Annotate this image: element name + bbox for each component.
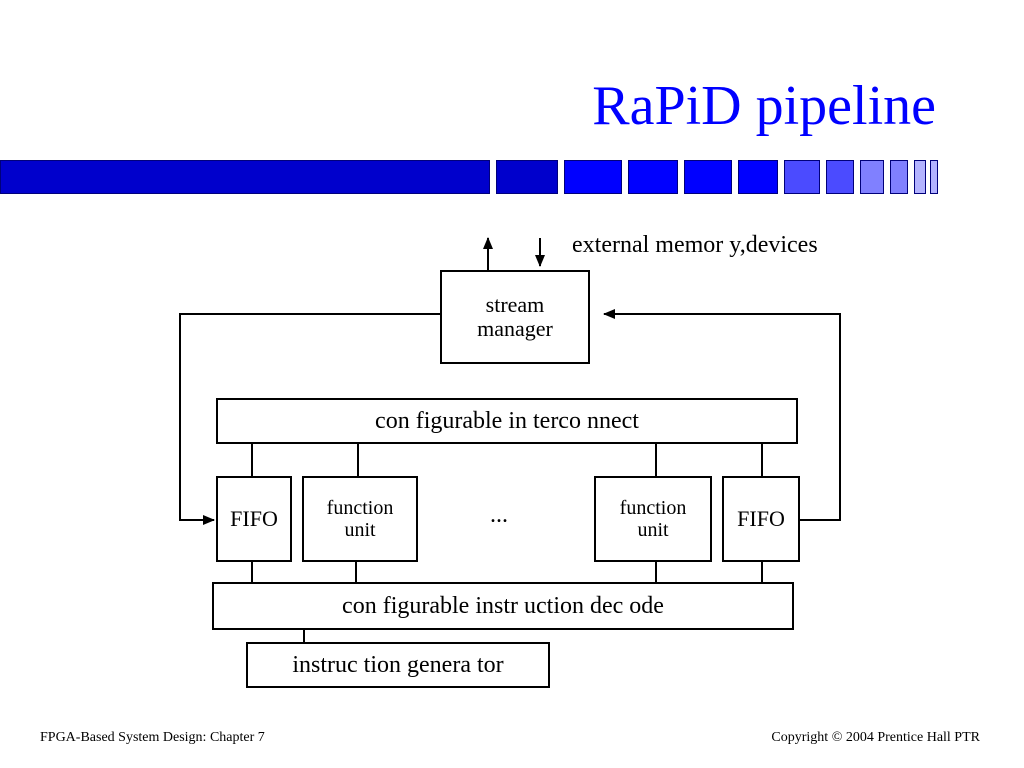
- right-fifo-to-stream: [603, 309, 841, 521]
- function-unit-box: function unit: [594, 476, 712, 562]
- bar-segment: [784, 160, 820, 194]
- slide-title: RaPiD pipeline: [592, 75, 936, 137]
- title-underline-bar: [0, 160, 1024, 196]
- bar-segment: [890, 160, 908, 194]
- bar-segment: [930, 160, 938, 194]
- bar-segment: [564, 160, 622, 194]
- configurable-interconnect-box: con figurable in terco nnect: [216, 398, 798, 444]
- configurable-instruction-decode-box: con figurable instr uction dec ode: [212, 582, 794, 630]
- bar-segment: [628, 160, 678, 194]
- stream-to-left-fifo: [179, 313, 442, 525]
- bar-segment: [0, 160, 490, 194]
- footer-left: FPGA-Based System Design: Chapter 7: [40, 730, 265, 745]
- bar-segment: [826, 160, 854, 194]
- fifo-left-box: FIFO: [216, 476, 292, 562]
- bar-segment: [496, 160, 558, 194]
- bar-segment: [914, 160, 926, 194]
- stream-manager-box: stream manager: [440, 270, 590, 364]
- bar-segment: [684, 160, 732, 194]
- footer-right: Copyright © 2004 Prentice Hall PTR: [771, 730, 980, 745]
- bar-segment: [738, 160, 778, 194]
- fifo-right-box: FIFO: [722, 476, 800, 562]
- bar-segment: [860, 160, 884, 194]
- function-unit-box: function unit: [302, 476, 418, 562]
- external-memory-label: external memor y,devices: [572, 232, 818, 258]
- ellipsis: ...: [490, 502, 508, 528]
- instruction-generator-box: instruc tion genera tor: [246, 642, 550, 688]
